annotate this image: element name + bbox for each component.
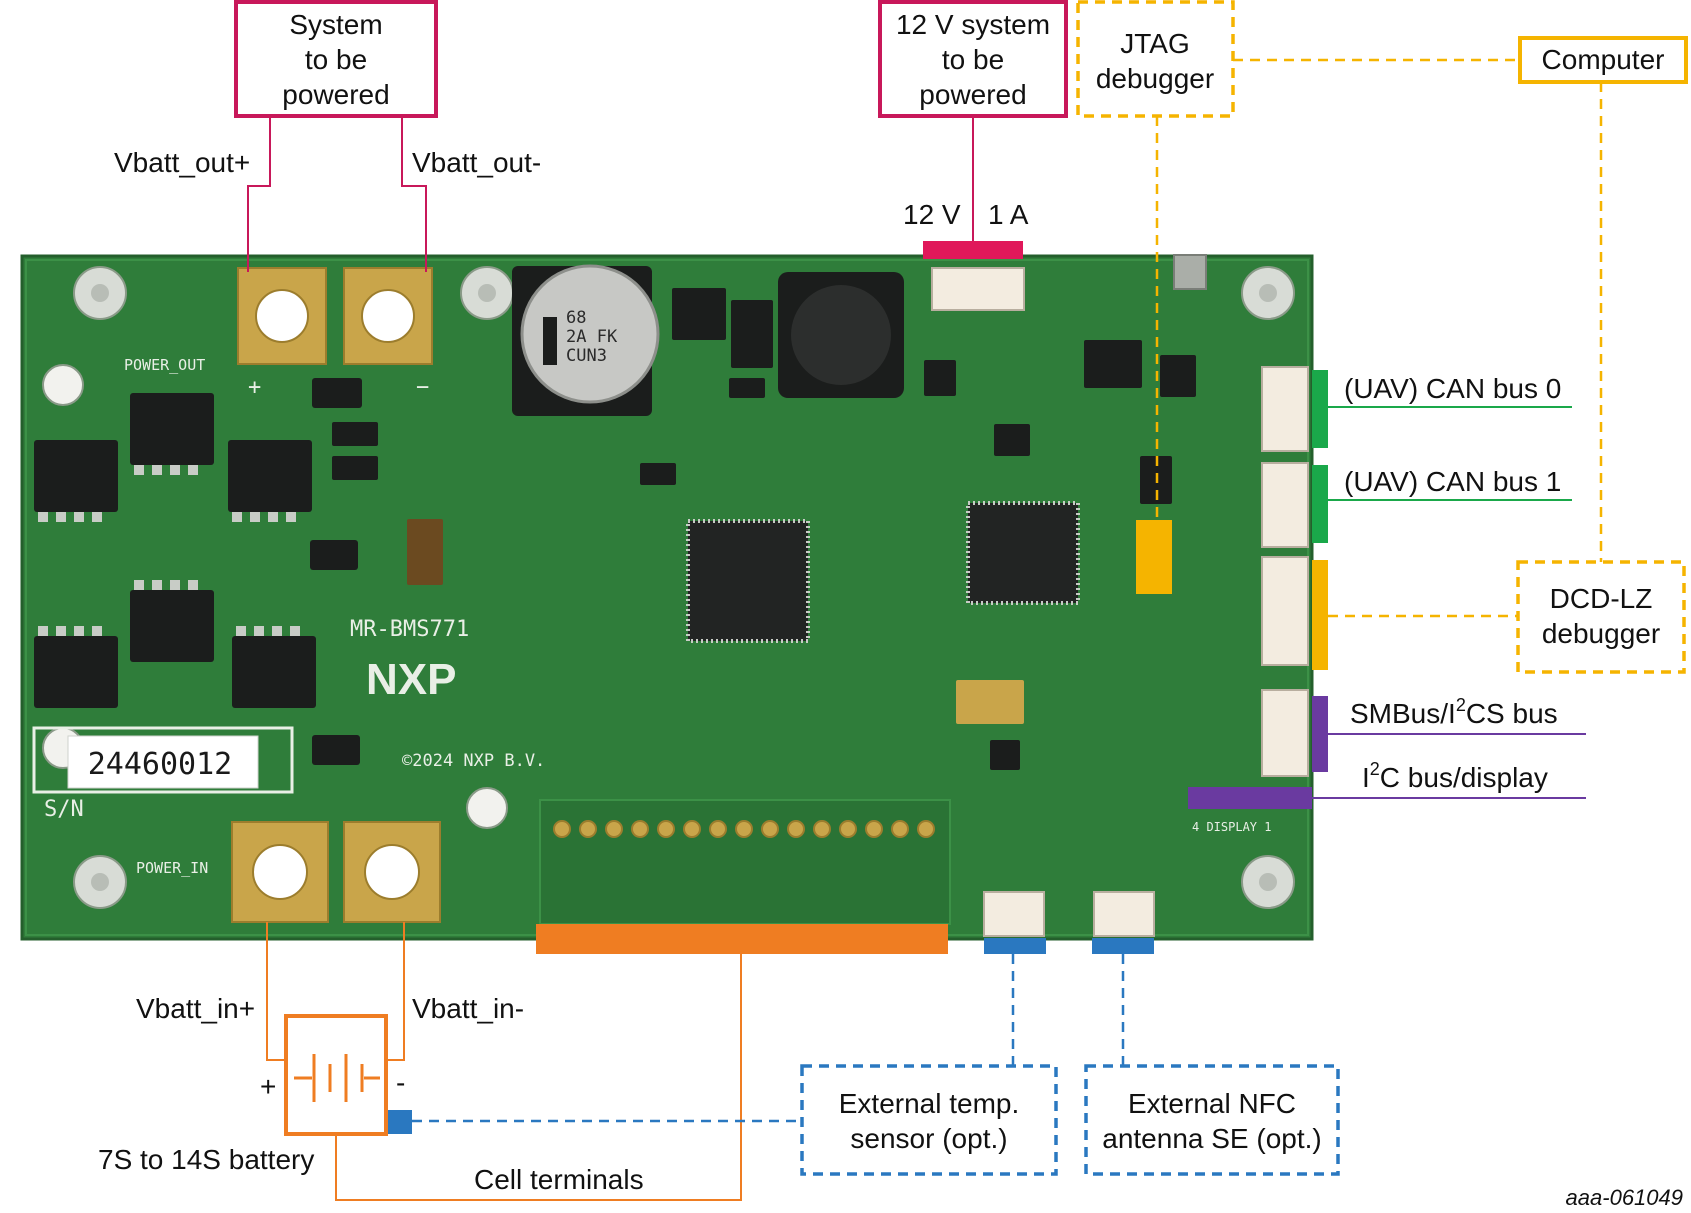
battery-minus-label: -	[396, 1067, 405, 1098]
dcd-lz-line-1: DCD-LZ	[1550, 583, 1653, 614]
system-12v-line-1: 12 V system	[896, 9, 1050, 40]
serial-number: 24460012	[88, 747, 233, 782]
battery-label: 7S to 14S battery	[98, 1144, 314, 1175]
nfc-antenna-box: External NFC antenna SE (opt.)	[1084, 1064, 1340, 1176]
minus-silk: −	[416, 375, 429, 400]
electrolytic-capacitor: 68 2A FK CUN3	[512, 264, 660, 416]
small-components	[310, 378, 443, 765]
plus-silk: +	[248, 375, 261, 400]
serial-label: S/N	[44, 797, 84, 822]
ntc-bar	[984, 938, 1046, 954]
power-in-pads	[231, 821, 441, 923]
pcb-board: 68 2A FK CUN3	[20, 254, 1314, 941]
cap-marking-2: 2A FK	[566, 327, 618, 347]
computer-box: Computer	[1518, 36, 1688, 84]
temp-sensor-line-1: External temp.	[839, 1088, 1020, 1119]
cell-terminal-bar	[536, 924, 948, 954]
temp-sensor-line-2: sensor (opt.)	[850, 1123, 1007, 1154]
power-in-silk: POWER_IN	[136, 859, 208, 877]
figure-id: aaa-061049	[1566, 1185, 1683, 1210]
power-12v-bar	[923, 241, 1023, 259]
mosfet-packages	[34, 393, 316, 708]
voltage-12v-label: 12 V	[903, 199, 961, 230]
cell-terminals-label: Cell terminals	[474, 1164, 644, 1195]
vbatt-in-plus-label: Vbatt_in+	[136, 993, 255, 1024]
copyright-silk: ©2024 NXP B.V.	[402, 751, 545, 771]
i2c-display-label: I2C bus/display	[1362, 759, 1548, 793]
connection-lines	[247, 58, 1603, 1201]
display-silk: 4 DISPLAY 1	[1192, 820, 1271, 834]
vbatt-out-plus-label: Vbatt_out+	[114, 147, 250, 178]
display-bar	[1188, 787, 1312, 809]
power-out-silk: POWER_OUT	[124, 356, 205, 374]
system-12v-line-2: to be	[942, 44, 1004, 75]
temp-sensor-box: External temp. sensor (opt.)	[800, 1064, 1058, 1176]
cap-marking-3: CUN3	[566, 346, 607, 366]
can1-bar	[1312, 465, 1328, 543]
battery-plus-label: +	[260, 1071, 276, 1102]
can-bus-1-label: (UAV) CAN bus 1	[1344, 466, 1561, 497]
vbatt-out-minus-label: Vbatt_out-	[412, 147, 541, 178]
current-1a-label: 1 A	[988, 199, 1029, 230]
nfc-antenna-line-2: antenna SE (opt.)	[1102, 1123, 1321, 1154]
microcontroller-1	[686, 519, 810, 643]
connector-color-bars	[536, 241, 1328, 954]
vbatt-in-minus-label: Vbatt_in-	[412, 993, 524, 1024]
microcontroller-2	[966, 501, 1080, 605]
mosfet-leads	[38, 465, 300, 636]
model-silk: MR-BMS771	[350, 617, 469, 642]
inductor	[778, 272, 904, 398]
dcd-bar	[1312, 560, 1328, 670]
smbus-label: SMBus/I2CS bus	[1350, 695, 1558, 729]
can0-bar	[1312, 370, 1328, 448]
power-out-pads	[237, 267, 433, 365]
jtag-line-2: debugger	[1096, 63, 1214, 94]
battery-icon	[294, 1054, 380, 1102]
cap-marking-1: 68	[566, 308, 586, 328]
serial-label-area: 24460012 S/N	[32, 726, 294, 822]
nfc-antenna-line-1: External NFC	[1128, 1088, 1296, 1119]
jtag-line-1: JTAG	[1120, 28, 1189, 59]
brand-logo: NXP	[366, 655, 456, 704]
smbus-bar	[1312, 696, 1328, 772]
system-powered-box: System to be powered	[234, 0, 438, 118]
battery-box	[284, 1014, 412, 1136]
battery-blue-terminal	[388, 1110, 412, 1134]
system-powered-line-1: System	[289, 9, 382, 40]
nfc-bar	[1092, 938, 1154, 954]
computer-label: Computer	[1542, 44, 1665, 75]
cell-terminal-header	[539, 799, 951, 925]
dcd-lz-line-2: debugger	[1542, 618, 1660, 649]
can-bus-0-label: (UAV) CAN bus 0	[1344, 373, 1561, 404]
system-powered-line-2: to be	[305, 44, 367, 75]
on-board-connectors	[931, 254, 1309, 937]
system-powered-line-3: powered	[282, 79, 389, 110]
dcd-lz-box: DCD-LZ debugger	[1516, 560, 1686, 674]
ic-packages	[640, 288, 1196, 770]
system-12v-box: 12 V system to be powered	[878, 0, 1068, 118]
jtag-box: JTAG debugger	[1076, 0, 1235, 118]
system-12v-line-3: powered	[919, 79, 1026, 110]
jtag-bar	[1136, 520, 1172, 594]
